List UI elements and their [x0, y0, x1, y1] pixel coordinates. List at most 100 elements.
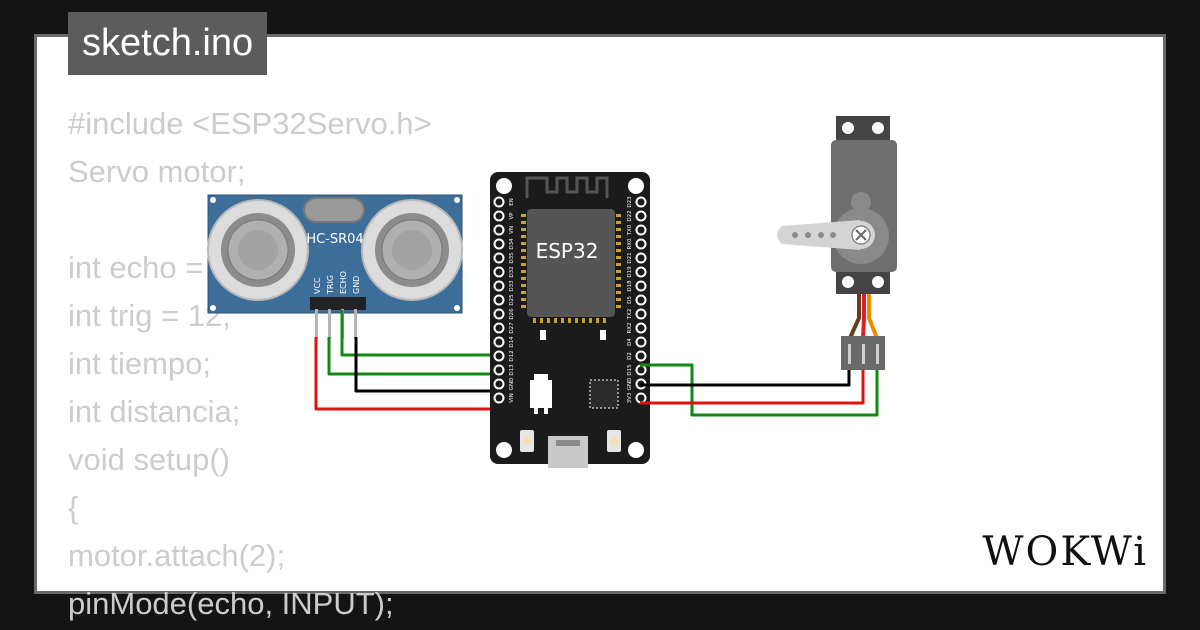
- esp32-pin-label: D5: [627, 296, 633, 304]
- chip-pad: [589, 318, 592, 323]
- esp32-pin-label: D25: [509, 294, 515, 306]
- wire-vcc-vin[interactable]: [314, 337, 496, 411]
- esp32-pin-label: D4: [627, 338, 633, 346]
- esp32-pin-hole[interactable]: [493, 196, 505, 208]
- esp32-pin-hole[interactable]: [493, 210, 505, 222]
- code-editor[interactable]: #include <ESP32Servo.h>Servo motor;int e…: [68, 100, 432, 628]
- esp32-pin-hole[interactable]: [493, 238, 505, 250]
- chip-pad: [616, 277, 621, 280]
- wire-trig-d12[interactable]: [327, 337, 496, 376]
- esp32-pin-hole[interactable]: [493, 322, 505, 334]
- chip-pad: [521, 270, 526, 273]
- chip-pad: [521, 284, 526, 287]
- hc-sr04-sensor[interactable]: HC-SR04 VCC TRIG ECHO GND: [207, 194, 463, 339]
- esp32-pin-hole[interactable]: [493, 280, 505, 292]
- esp32-pin-hole[interactable]: [493, 350, 505, 362]
- esp32-pin-label: TX0: [627, 224, 633, 236]
- code-line[interactable]: int distancia;: [68, 394, 241, 429]
- esp32-pin-hole[interactable]: [635, 364, 647, 376]
- chip-pad: [521, 242, 526, 245]
- esp32-pin-hole[interactable]: [635, 308, 647, 320]
- esp32-board[interactable]: ESP32 ENVPVND34D35D32D33D25D26D27D14D12D…: [490, 172, 650, 468]
- left-transducer: [207, 199, 309, 301]
- esp32-pin-hole[interactable]: [493, 308, 505, 320]
- esp32-pin-label: VIN: [509, 393, 515, 403]
- chip-pad: [521, 305, 526, 308]
- esp32-pin-label: D19: [627, 266, 633, 278]
- wokwi-logo: WOKWi: [982, 529, 1148, 575]
- sensor-wires[interactable]: [314, 310, 496, 411]
- sensor-pin-vcc: VCC: [313, 277, 322, 294]
- chip-pad: [568, 318, 571, 323]
- chip-pad: [616, 235, 621, 238]
- boot-button[interactable]: [520, 430, 534, 452]
- chip-pad: [533, 318, 536, 323]
- esp32-pin-hole[interactable]: [635, 210, 647, 222]
- code-line[interactable]: void setup(): [68, 442, 230, 477]
- esp32-pin-label: D35: [509, 252, 515, 264]
- esp32-pin-hole[interactable]: [493, 336, 505, 348]
- esp32-pin-label: 3V3: [627, 392, 633, 403]
- esp32-pin-label: GND: [509, 378, 515, 391]
- esp32-pin-hole[interactable]: [635, 252, 647, 264]
- esp32-pin-hole[interactable]: [493, 266, 505, 278]
- chip-pad: [554, 318, 557, 323]
- chip-pad: [521, 298, 526, 301]
- esp32-pin-label: D26: [509, 308, 515, 320]
- chip-pad: [521, 249, 526, 252]
- code-line[interactable]: #include <ESP32Servo.h>: [68, 106, 432, 141]
- esp32-pin-hole[interactable]: [635, 336, 647, 348]
- code-line[interactable]: Servo motor;: [68, 154, 246, 189]
- chip-pad: [616, 221, 621, 224]
- code-line[interactable]: motor.attach(2);: [68, 538, 286, 573]
- esp32-pin-hole[interactable]: [635, 266, 647, 278]
- esp32-pin-hole[interactable]: [635, 322, 647, 334]
- esp32-label: ESP32: [536, 239, 599, 263]
- esp32-pin-label: TX2: [627, 309, 633, 321]
- wire-gnd-servo[interactable]: [640, 370, 851, 387]
- esp32-pin-hole[interactable]: [635, 392, 647, 404]
- code-line[interactable]: {: [68, 490, 79, 525]
- right-transducer: [361, 199, 463, 301]
- chip-pad: [616, 228, 621, 231]
- chip-pad: [561, 318, 564, 323]
- servo-wires[interactable]: [640, 363, 879, 417]
- esp32-pin-hole[interactable]: [493, 392, 505, 404]
- chip-pad: [616, 270, 621, 273]
- esp32-pin-label: D34: [509, 238, 515, 250]
- sensor-pin-trig: TRIG: [326, 275, 335, 295]
- esp32-pin-hole[interactable]: [493, 378, 505, 390]
- esp32-pin-hole[interactable]: [493, 252, 505, 264]
- esp32-pin-label: D12: [509, 350, 515, 361]
- sensor-pin-echo: ECHO: [339, 271, 348, 294]
- reset-button[interactable]: [607, 430, 621, 452]
- crystal-oscillator: [303, 197, 365, 223]
- file-tab-sketch-ino[interactable]: sketch.ino: [68, 12, 268, 75]
- code-line[interactable]: pinMode(echo, INPUT);: [68, 586, 394, 621]
- esp32-pin-hole[interactable]: [493, 294, 505, 306]
- esp32-pin-label: D15: [627, 364, 633, 376]
- esp32-pin-hole[interactable]: [635, 224, 647, 236]
- wire-gnd-gnd[interactable]: [354, 337, 496, 393]
- esp32-pin-label: D2: [627, 352, 633, 360]
- esp32-pin-hole[interactable]: [635, 238, 647, 250]
- esp32-pin-hole[interactable]: [493, 364, 505, 376]
- esp32-pin-label: EN: [509, 198, 515, 206]
- code-line[interactable]: int trig = 12;: [68, 298, 231, 333]
- esp32-pin-hole[interactable]: [635, 280, 647, 292]
- chip-pad: [603, 318, 606, 323]
- wire-3v3-servo[interactable]: [640, 370, 865, 405]
- esp32-pin-hole[interactable]: [635, 350, 647, 362]
- wire-echo-d14[interactable]: [340, 310, 496, 357]
- wifi-antenna-icon: [525, 176, 609, 198]
- wire-d2-signal[interactable]: [640, 363, 879, 417]
- esp32-pin-label: GND: [627, 378, 633, 391]
- esp32-pin-hole[interactable]: [635, 294, 647, 306]
- esp32-pin-hole[interactable]: [635, 196, 647, 208]
- esp32-pin-hole[interactable]: [493, 224, 505, 236]
- chip-pad: [540, 318, 543, 323]
- servo-motor[interactable]: [777, 116, 897, 370]
- code-line[interactable]: int tiempo;: [68, 346, 212, 381]
- usb-uart-chip: [589, 379, 619, 409]
